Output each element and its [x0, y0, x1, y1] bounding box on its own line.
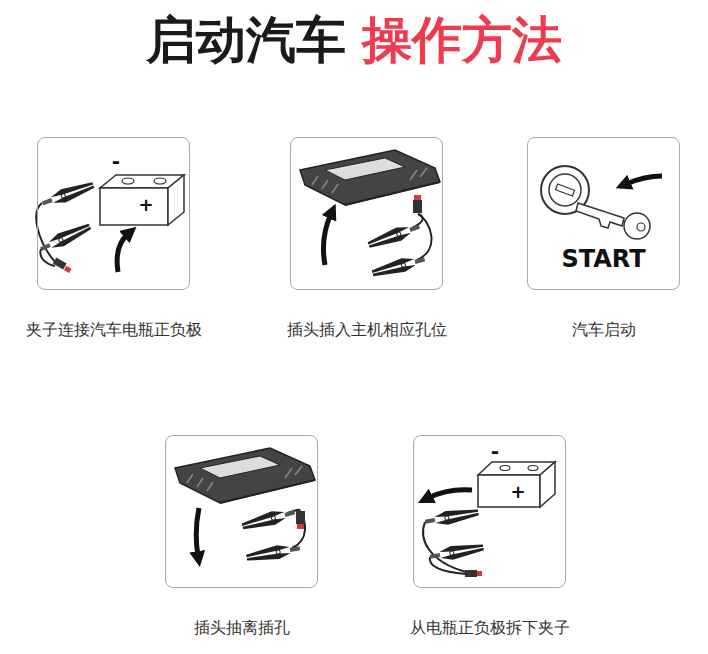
- battery-icon: [100, 188, 168, 225]
- jump-starter-device: [175, 448, 315, 503]
- key-position-label: START: [561, 247, 645, 271]
- jump-starter-device: [345, 182, 440, 205]
- terminal-sign: -: [491, 441, 499, 461]
- battery-icon: [500, 466, 510, 471]
- jumper-clamp: [366, 220, 422, 252]
- jumper-clamp: [64, 266, 72, 273]
- ignition-icon: [556, 184, 575, 196]
- step-caption: 夹子连接汽车电瓶正负极: [26, 320, 202, 339]
- jumper-clamp: [245, 541, 301, 564]
- jumper-clamp: [465, 570, 477, 577]
- key-icon: [624, 213, 650, 239]
- step-panel: 插头插入主机相应孔位: [283, 137, 451, 343]
- ignition-icon: [549, 174, 581, 206]
- jumper-clamp: [371, 253, 427, 280]
- action-arrow: [428, 490, 472, 498]
- jumper-clamp: [40, 178, 96, 210]
- battery-icon: [100, 175, 184, 225]
- key-icon: [576, 203, 650, 239]
- step-caption: 插头抽离插孔: [194, 618, 290, 637]
- title: 启动汽车: [146, 10, 346, 70]
- action-arrow: [323, 214, 331, 265]
- battery-icon: [122, 178, 134, 184]
- step-panel: 汽车启动: [527, 137, 680, 343]
- jump-starter-device: [300, 150, 440, 205]
- jump-starter-device: [325, 158, 405, 180]
- action-arrow: [626, 176, 662, 184]
- jumper-clamp: [424, 505, 480, 528]
- key-icon: [637, 223, 645, 231]
- jumper-clamp: [414, 195, 421, 200]
- clamp-cable: [417, 214, 431, 260]
- terminal-sign: -: [112, 151, 120, 171]
- jumper-clamp: [38, 178, 96, 273]
- step-caption: 插头插入主机相应孔位: [287, 320, 447, 339]
- jumper-clamp: [53, 257, 67, 269]
- panel-frame: [165, 435, 318, 588]
- jumper-clamp: [296, 511, 305, 524]
- title-highlight: 操作方法: [362, 10, 562, 70]
- clamp-cable: [430, 557, 466, 574]
- clamp-cable: [292, 512, 305, 548]
- terminal-sign: +: [138, 196, 153, 214]
- action-arrow: [117, 234, 128, 272]
- clamp-cable: [40, 249, 55, 266]
- panel-frame: [290, 137, 443, 290]
- step-panel: 插头抽离插孔: [165, 435, 318, 641]
- panel-frame: [413, 435, 566, 588]
- key-icon: [576, 203, 624, 228]
- battery-icon: [540, 462, 555, 507]
- clamp-cable: [36, 203, 55, 266]
- jump-starter-device: [175, 448, 315, 503]
- battery-icon: [478, 462, 555, 507]
- jump-starter-device: [200, 456, 280, 478]
- jump-starter-device: [220, 480, 315, 503]
- step-panel: 从电瓶正负极拆下夹子: [406, 435, 574, 641]
- jumper-clamp: [366, 195, 426, 280]
- jumper-clamp: [38, 220, 93, 256]
- jump-starter-device: [300, 150, 440, 205]
- title-row: 启动汽车操作方法: [0, 10, 708, 70]
- battery-icon: [528, 466, 538, 471]
- jumper-clamp: [429, 540, 485, 563]
- step-caption: 汽车启动: [572, 320, 636, 339]
- step-caption: 从电瓶正负极拆下夹子: [410, 618, 570, 637]
- jumper-clamp: [241, 506, 305, 565]
- clamp-cable: [412, 214, 431, 260]
- terminal-sign: +: [510, 483, 525, 501]
- clamp-cable: [36, 203, 55, 262]
- battery-icon: [168, 175, 184, 225]
- jumper-clamp: [297, 524, 304, 529]
- jumper-clamp: [413, 200, 422, 213]
- action-arrow: [196, 508, 199, 556]
- battery-icon: [154, 178, 166, 184]
- battery-icon: [478, 475, 540, 507]
- jumper-clamp: [424, 505, 485, 577]
- jumper-clamp: [477, 571, 482, 576]
- jumper-clamp: [241, 506, 297, 533]
